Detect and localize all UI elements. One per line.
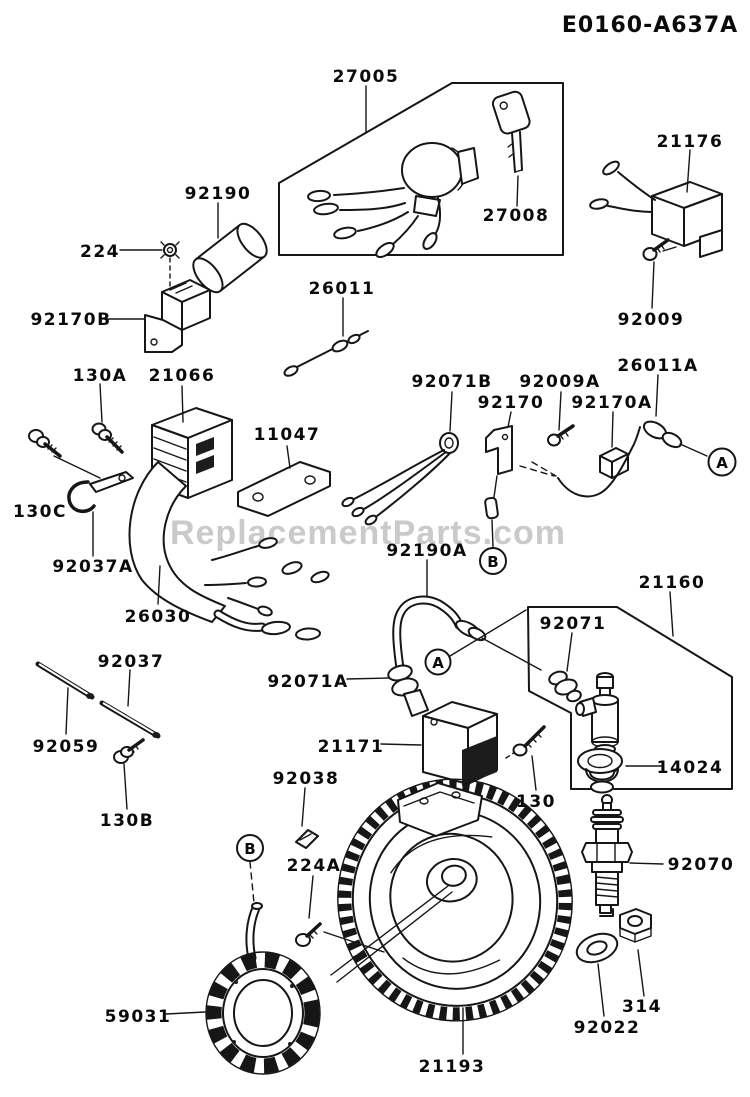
part-label-21171: 21171 — [318, 737, 385, 757]
callout-b-mid: B — [479, 547, 507, 575]
part-label-92070: 92070 — [668, 855, 735, 875]
part-92022-washer-drawing — [575, 932, 619, 1017]
part-label-92071b: 92071B — [411, 372, 492, 392]
part-92190-tube-drawing — [192, 202, 268, 294]
part-21171-ignition-coil-drawing — [380, 701, 498, 786]
part-label-27005: 27005 — [333, 67, 400, 87]
part-92037-rod-drawing — [99, 669, 161, 739]
part-label-26011a: 26011A — [617, 356, 698, 376]
part-130a-bolt-drawing — [91, 383, 124, 454]
part-92071b-grommet-drawing — [341, 391, 459, 526]
part-26011a-wire-drawing — [531, 374, 708, 498]
part-label-92170a: 92170A — [571, 393, 652, 413]
part-92170a-clamp-drawing — [599, 411, 629, 479]
part-label-92059: 92059 — [33, 737, 100, 757]
diagram-title: E0160-A637A — [562, 13, 738, 38]
part-plug-cap-drawing — [575, 672, 619, 754]
part-label-224: 224 — [80, 242, 120, 262]
part-27008-key-drawing — [491, 90, 531, 207]
part-224-nut-drawing — [119, 241, 180, 298]
part-label-314: 314 — [622, 997, 662, 1017]
svg-text:A: A — [432, 654, 444, 672]
part-26011-wire-drawing — [283, 297, 369, 377]
part-label-92170: 92170 — [478, 393, 545, 413]
part-label-92170b: 92170B — [30, 310, 111, 330]
part-21176-control-unit-drawing — [589, 149, 723, 309]
part-92009a-screw-drawing — [547, 391, 575, 447]
callout-a-right: A — [707, 447, 737, 477]
part-label-59031: 59031 — [105, 1007, 172, 1027]
callout-a-mid: A — [424, 609, 527, 676]
part-92037a-clamp-drawing — [67, 471, 134, 557]
part-92190a-plug-cable-drawing — [392, 559, 542, 673]
part-92170-clamp-drawing — [484, 411, 555, 548]
part-11047-bracket-drawing — [237, 445, 331, 517]
part-label-21066: 21066 — [149, 366, 216, 386]
part-92071-grommet-drawing — [548, 632, 582, 703]
part-label-92190a: 92190A — [386, 541, 467, 561]
part-21160-cap-assy-box-drawing — [527, 591, 733, 790]
svg-text:A: A — [716, 454, 728, 472]
part-label-130c: 130C — [13, 502, 67, 522]
part-label-92009: 92009 — [618, 310, 685, 330]
part-92071a-elbow-drawing — [346, 664, 429, 717]
part-label-92071: 92071 — [540, 614, 607, 634]
part-label-92071a: 92071A — [267, 672, 348, 692]
part-92038-key-drawing — [295, 787, 319, 849]
part-label-26011: 26011 — [309, 279, 376, 299]
svg-text:B: B — [487, 553, 498, 571]
part-130c-bolt-drawing — [28, 429, 101, 479]
part-label-92037: 92037 — [98, 652, 165, 672]
part-label-224a: 224A — [287, 856, 342, 876]
part-label-26030: 26030 — [125, 607, 192, 627]
callout-b-bottom: B — [236, 834, 264, 904]
part-21193-flywheel-drawing — [330, 778, 573, 1055]
part-130-bolt-drawing — [505, 725, 546, 791]
part-label-130a: 130A — [73, 366, 128, 386]
part-label-27008: 27008 — [483, 206, 550, 226]
part-label-21160: 21160 — [639, 573, 706, 593]
part-label-92190: 92190 — [185, 184, 252, 204]
part-224a-screw-drawing — [295, 875, 385, 953]
svg-text:B: B — [244, 840, 255, 858]
part-label-11047: 11047 — [254, 425, 321, 445]
part-label-14024: 14024 — [657, 758, 724, 778]
part-92059-rod-drawing — [35, 661, 95, 735]
part-92070-spark-plug-drawing — [581, 794, 664, 917]
part-26030-harness-drawing — [128, 461, 330, 641]
part-label-21193: 21193 — [419, 1057, 486, 1077]
part-27005-switch-box-drawing — [278, 82, 564, 259]
part-21066-regulator-drawing — [151, 385, 233, 499]
part-92170b-bracket-drawing — [106, 279, 211, 353]
part-label-92009a: 92009A — [519, 372, 600, 392]
part-59031-stator-drawing — [165, 902, 321, 1075]
part-14024-cover-drawing — [577, 748, 662, 794]
part-label-92022: 92022 — [574, 1018, 641, 1038]
part-130b-bolt-drawing — [113, 738, 145, 810]
part-label-130b: 130B — [100, 811, 154, 831]
part-label-21176: 21176 — [657, 132, 724, 152]
part-314-nut-drawing — [619, 908, 652, 997]
part-label-92037a: 92037A — [52, 557, 133, 577]
part-label-92038: 92038 — [273, 769, 340, 789]
